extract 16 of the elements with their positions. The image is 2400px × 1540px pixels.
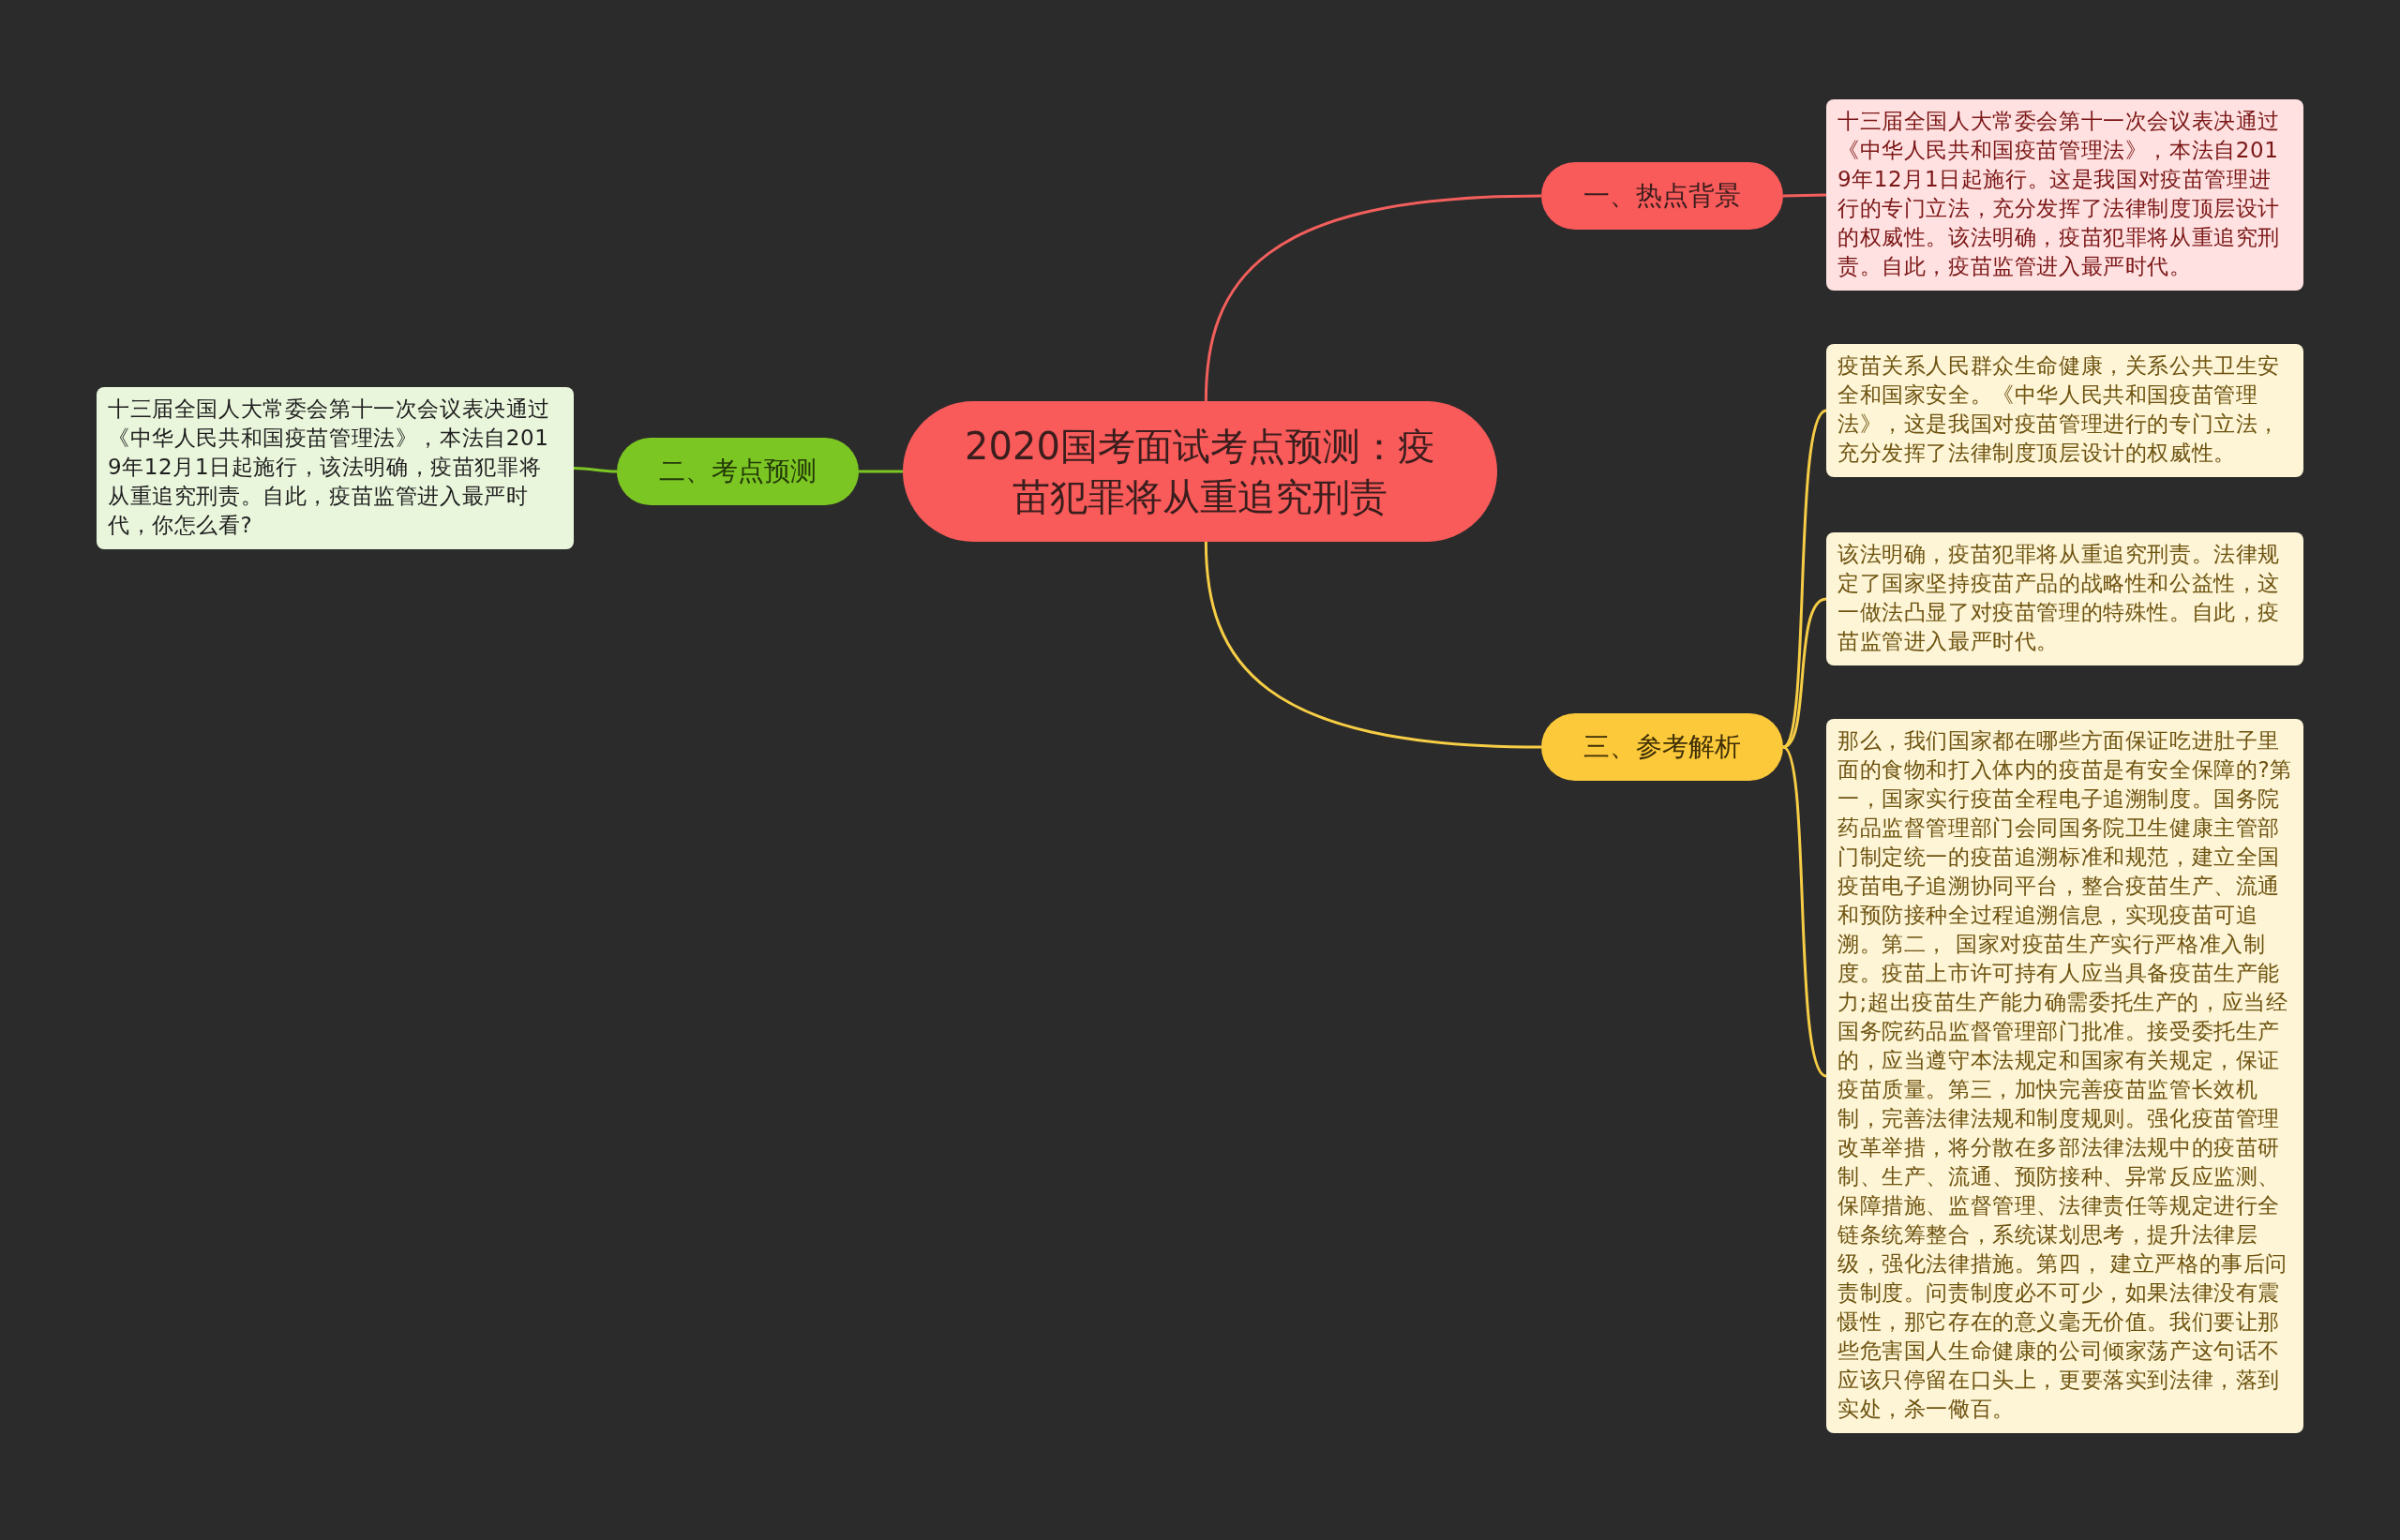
branch-topic: 一、热点背景 xyxy=(1541,162,1783,230)
connector-line xyxy=(1782,193,1827,198)
note-card: 疫苗关系人民群众生命健康，关系公共卫生安全和国家安全。《中华人民共和国疫苗管理法》，这是我国对疫苗管理进行的专门立法，充分发挥了法律制度顶层设计的权威性。 xyxy=(1826,344,2303,477)
connector-line xyxy=(573,467,618,473)
connector-line xyxy=(1204,194,1542,402)
connector-line xyxy=(1204,541,1542,749)
central-topic: 2020国考面试考点预测：疫苗犯罪将从重追究刑责 xyxy=(903,401,1497,542)
note-card: 那么，我们国家都在哪些方面保证吃进肚子里面的食物和打入体内的疫苗是有安全保障的?第一，国家实行疫苗全程电子追溯制度。国务院药品监督管理部门会同国务院卫生健康主管部门制定统一的疫苗追溯标准和规范，建立全国疫苗电子追溯协同平台，整合疫苗生产、流通和预防接种全过程追溯信息，实现疫苗可追溯。第二， 国家对疫苗生产实行严格准入制度。疫苗上市许可持有人应当具备疫苗生产能力;超出疫苗生产能力确需委托生产的，应当经国务院药品监督管理部门批准。接受委托生产的，应当遵守本法规定和国家有关规定，保证疫苗质量。第三，加快完善疫苗监管长效机制，完善法律法规和制度规则。强化疫苗管理改革举措，将分散在多部法律法规中的疫苗研制、生产、流通、预防接种、异常反应监测、保障措施、监督管理、法律责任等规定进行全链条统筹整合，系统谋划思考，提升法律层级，强化法律措施。第四， 建立严格的事后问责制度。问责制度必不可少，如果法律没有震慑性，那它存在的意义毫无价值。我们要让那些危害国人生命健康的公司倾家荡产这句话不应该只停留在口头上，更要落实到法律，落到实处，杀一儆百。 xyxy=(1826,719,2303,1433)
branch-topic: 三、参考解析 xyxy=(1541,713,1783,781)
connector-line xyxy=(1781,745,1827,1078)
connector-line xyxy=(1782,597,1827,749)
note-card: 十三届全国人大常委会第十一次会议表决通过《中华人民共和国疫苗管理法》，本法自2019年12月1日起施行，该法明确，疫苗犯罪将从重追究刑责。自此，疫苗监管进入最严时代，你怎么看? xyxy=(97,387,574,549)
branch-topic: 二、考点预测 xyxy=(617,438,859,505)
note-card: 该法明确，疫苗犯罪将从重追究刑责。法律规定了国家坚持疫苗产品的战略性和公益性，这一做法凸显了对疫苗管理的特殊性。自此，疫苗监管进入最严时代。 xyxy=(1826,532,2303,665)
note-card: 十三届全国人大常委会第十一次会议表决通过《中华人民共和国疫苗管理法》，本法自2019年12月1日起施行。这是我国对疫苗管理进行的专门立法，充分发挥了法律制度顶层设计的权威性。该法明确，疫苗犯罪将从重追究刑责。自此，疫苗监管进入最严时代。 xyxy=(1826,99,2303,291)
connector-line xyxy=(859,470,903,473)
